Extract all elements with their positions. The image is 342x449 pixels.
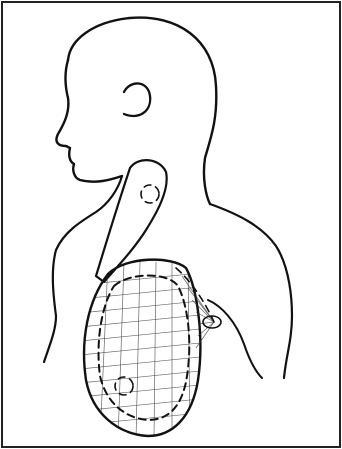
shoulder-line xyxy=(208,300,262,378)
pocket-dashed-contour xyxy=(99,276,190,421)
frame-border xyxy=(2,2,340,447)
neck-front-and-chest xyxy=(44,176,122,362)
strap-dashed-circle xyxy=(141,185,159,203)
back-outline xyxy=(210,204,292,378)
ear xyxy=(124,83,150,116)
head-outline xyxy=(68,18,216,204)
face-profile xyxy=(56,60,122,182)
